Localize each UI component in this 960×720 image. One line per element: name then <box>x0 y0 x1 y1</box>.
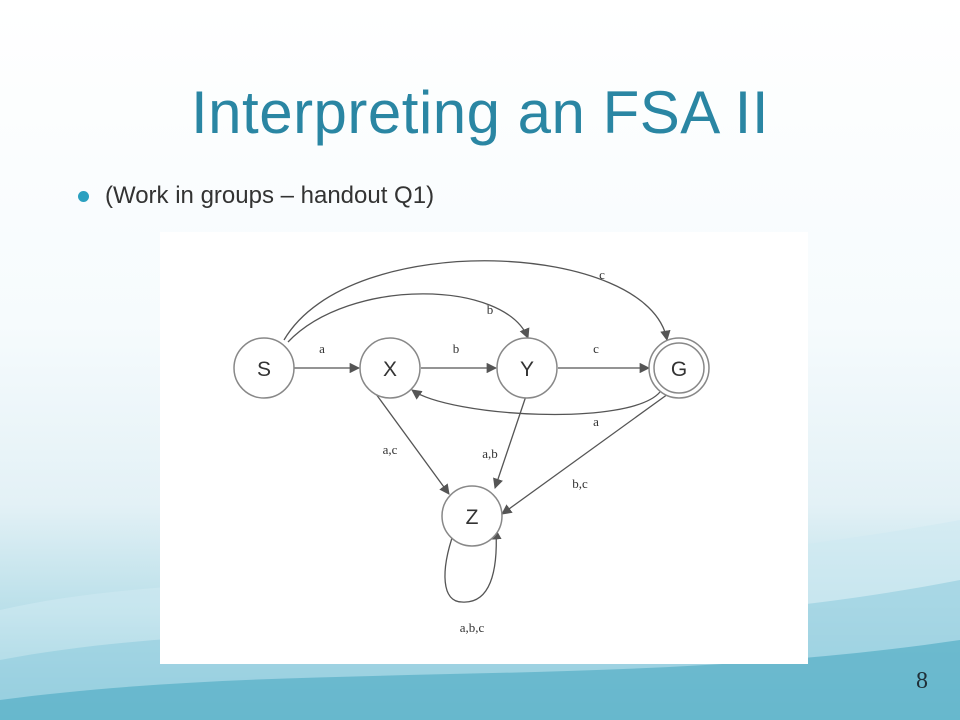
state-x: X <box>359 337 421 399</box>
edge-label-s-y: b <box>487 302 494 317</box>
edge-label-y-g: c <box>593 341 599 356</box>
state-label-g: G <box>671 358 687 381</box>
bullet-item: (Work in groups – handout Q1) <box>78 178 434 214</box>
edge-x-z <box>375 393 450 495</box>
edge-label-y-z: a,b <box>482 446 498 461</box>
state-s: S <box>233 337 295 399</box>
edge-z-z <box>444 528 502 603</box>
state-label-x: X <box>383 358 397 381</box>
edge-y-z <box>493 395 527 489</box>
edge-g-x <box>411 389 661 416</box>
edge-label-g-z: b,c <box>572 476 588 491</box>
state-z: Z <box>441 485 503 547</box>
bullet-dot-icon <box>78 190 89 202</box>
state-label-y: Y <box>520 358 534 381</box>
state-label-s: S <box>257 358 271 381</box>
edge-label-s-x: a <box>319 341 325 356</box>
page-number: 8 <box>916 668 928 694</box>
edge-label-g-x: a <box>593 414 599 429</box>
state-y: Y <box>496 337 558 399</box>
edge-label-s-g: c <box>599 267 605 282</box>
edge-s-g <box>283 260 671 342</box>
edge-s-y <box>287 293 530 343</box>
fsa-diagram: a b c b c a a,c a,b b,c a,b,c S X Y <box>160 232 808 664</box>
state-label-z: Z <box>466 506 479 529</box>
bullet-text: (Work in groups – handout Q1) <box>105 182 435 209</box>
edge-g-z <box>501 393 669 515</box>
edge-label-z-z: a,b,c <box>460 620 485 635</box>
edge-label-x-y: b <box>453 341 460 356</box>
edge-label-x-z: a,c <box>383 442 398 457</box>
fsa-diagram-svg: a b c b c a a,c a,b b,c a,b,c S X Y <box>233 260 710 635</box>
state-g: G <box>648 337 710 399</box>
slide-title: Interpreting an FSA II <box>191 79 769 146</box>
